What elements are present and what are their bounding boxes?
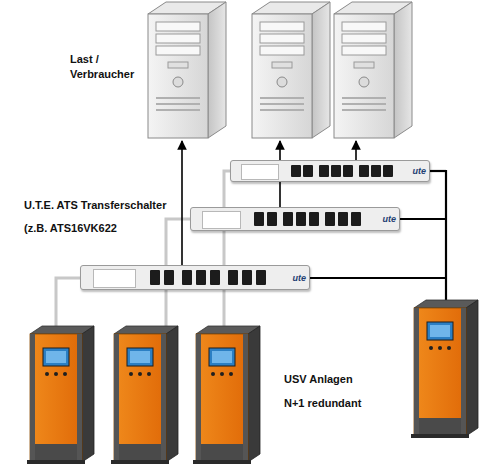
brand-logo: ute	[293, 273, 307, 283]
brand-logo: ute	[413, 166, 427, 176]
ups-label: N+1 redundant	[284, 396, 394, 411]
power-outlet	[338, 212, 348, 226]
power-outlet	[343, 165, 353, 177]
switch-label: (z.B. ATS16VK622	[24, 221, 154, 236]
switch-panel	[202, 211, 242, 229]
transfer-switch: ute	[230, 160, 430, 182]
transfer-switch: ute	[190, 207, 400, 231]
input-cable	[56, 171, 232, 330]
power-outlet	[164, 270, 174, 285]
power-outlet	[359, 165, 369, 177]
power-outlet	[182, 270, 192, 285]
power-outlet	[331, 165, 341, 177]
power-outlet	[196, 270, 206, 285]
power-outlet	[325, 212, 335, 226]
power-outlet	[303, 165, 313, 177]
switch-panel	[93, 269, 136, 288]
power-outlet	[242, 270, 252, 285]
power-outlet	[254, 212, 264, 226]
power-outlet	[210, 270, 220, 285]
power-outlet	[351, 212, 361, 226]
power-outlet	[309, 212, 319, 226]
load-label: Last / Verbraucher	[70, 52, 142, 82]
switch-panel	[241, 164, 279, 180]
power-outlet	[296, 212, 306, 226]
power-outlet	[291, 165, 301, 177]
power-outlet	[256, 270, 266, 285]
ups-label: USV Anlagen	[284, 372, 394, 387]
transfer-switch: ute	[80, 265, 310, 290]
power-outlet	[228, 270, 238, 285]
power-outlet	[267, 212, 277, 226]
brand-logo: ute	[383, 214, 397, 224]
redundant-bus	[310, 170, 446, 304]
power-outlet	[150, 270, 160, 285]
switch-label: U.T.E. ATS Transferschalter	[24, 198, 194, 213]
power-outlet	[283, 212, 293, 226]
power-outlet	[371, 165, 381, 177]
power-outlet	[383, 165, 393, 177]
power-outlet	[319, 165, 329, 177]
